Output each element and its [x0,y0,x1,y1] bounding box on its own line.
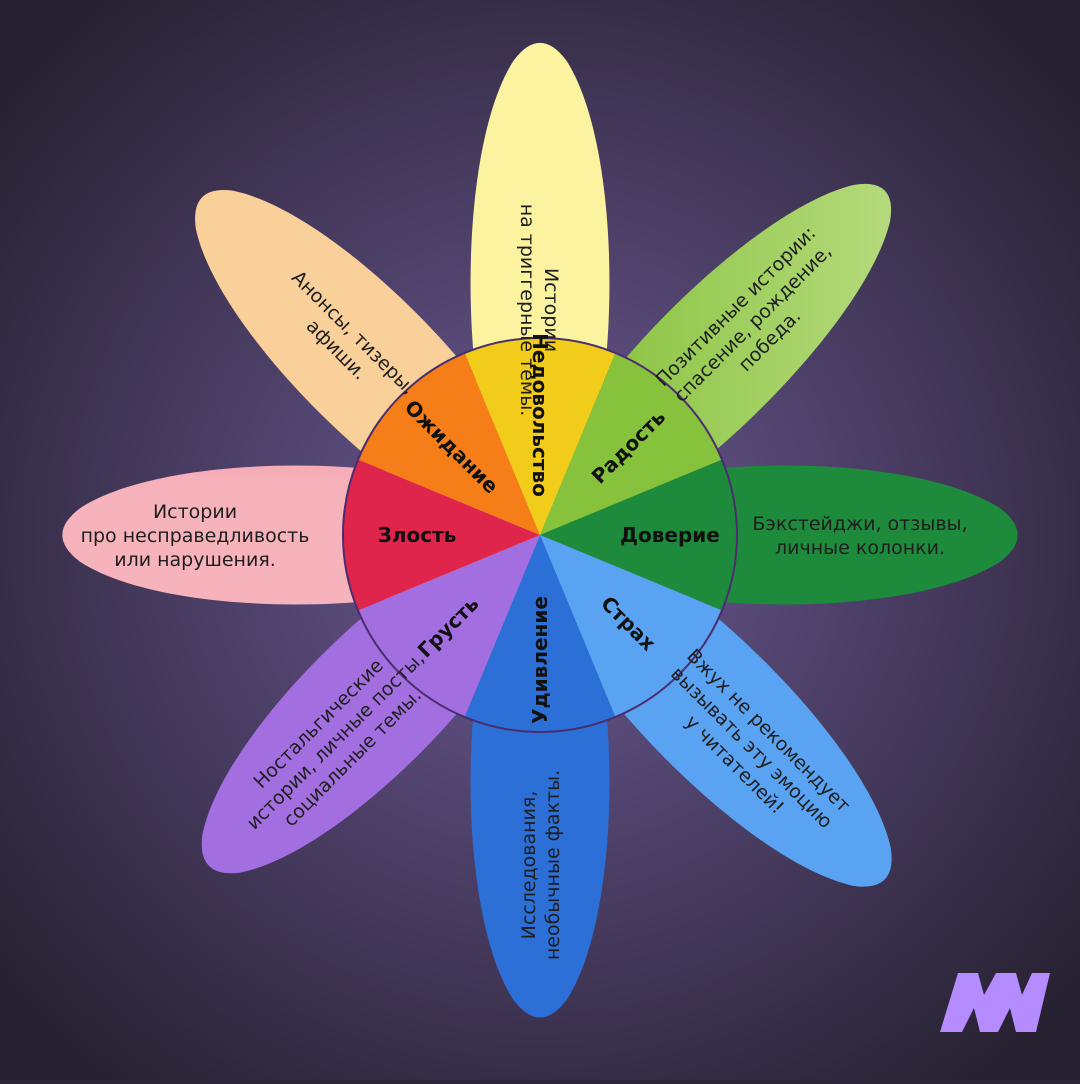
description-doverie: Бэкстейджи, отзывы,личные колонки. [752,513,967,559]
sector-ozhidanie [357,352,540,535]
description-line: Исследования, [518,791,540,940]
description-line: на триггерные темы. [516,204,538,417]
emotion-label-udivlenie: Удивление [528,596,552,724]
emotion-label-zlost: Злость [378,523,457,547]
description-line: Истории [540,268,562,352]
sector-udivlenie [464,535,616,732]
description-line: личные колонки. [775,537,945,559]
description-line: Истории [153,501,237,523]
sector-radost [540,352,723,535]
description-line: про несправедливость [81,525,310,547]
sector-strakh [540,535,723,718]
sector-grust [357,535,540,718]
sectors-layer [343,337,737,732]
emotion-label-nedovolstvo: Недовольство [528,333,552,497]
emotion-label-doverie: Доверие [620,523,720,547]
description-nedovolstvo: Историина триггерные темы. [516,204,562,417]
center-ring [342,337,738,733]
description-udivlenie: Исследования,необычные факты. [518,770,564,960]
description-line: Бэкстейджи, отзывы, [752,513,967,535]
description-line: или нарушения. [114,549,276,571]
description-line: необычные факты. [542,770,564,960]
sector-zlost [343,459,540,611]
sector-doverie [540,459,737,611]
logo-icon [940,973,1050,1032]
sector-nedovolstvo [464,337,616,535]
